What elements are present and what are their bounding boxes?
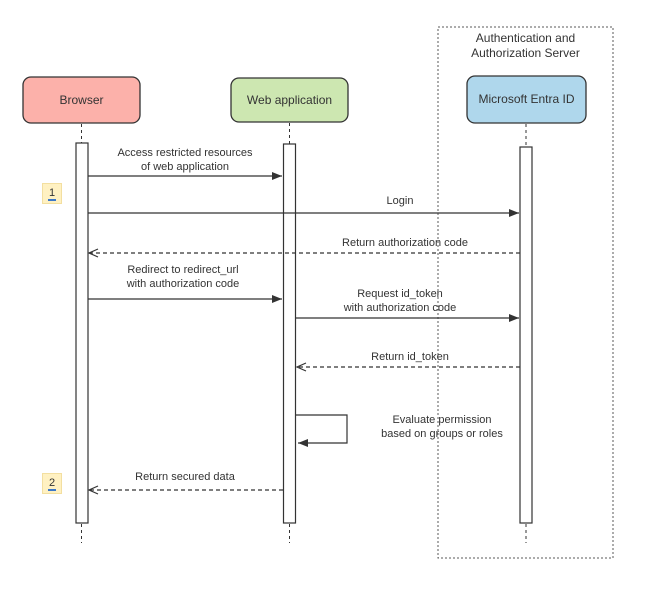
message-label-evaluate-permission: Evaluate permission based on groups or r…: [381, 414, 503, 440]
auth-server-boundary-label: Authentication and Authorization Server: [471, 31, 580, 60]
step-badge-2[interactable]: 2: [42, 473, 62, 494]
message-arrow-evaluate-permission-selfloop: [296, 414, 348, 447]
entra-activation-bar: [519, 146, 533, 524]
message-label-request-id-token: Request id_token with authorization code: [343, 288, 457, 314]
entra-actor-label: Microsoft Entra ID: [478, 92, 575, 106]
webapp-actor-label: Web application: [246, 92, 333, 107]
browser-actor-box: [22, 76, 141, 124]
browser-actor-label: Browser: [59, 92, 104, 107]
message-label-access-restricted: Access restricted resources of web appli…: [117, 147, 253, 173]
webapp-actor-box: [230, 77, 349, 123]
step-badge-1-label: 1: [47, 186, 57, 201]
message-label-login: Login: [386, 195, 414, 207]
message-label-redirect: Redirect to redirect_url with authorizat…: [126, 264, 240, 290]
step-badge-2-label: 2: [47, 476, 57, 491]
message-label-return-id-token: Return id_token: [371, 351, 449, 363]
message-label-return-auth-code: Return authorization code: [342, 237, 468, 249]
entra-actor-box: [466, 75, 587, 124]
step-badge-1[interactable]: 1: [42, 183, 62, 204]
webapp-activation-bar: [282, 143, 297, 524]
message-label-return-secured-data: Return secured data: [135, 471, 235, 483]
auth-server-boundary: [437, 26, 614, 559]
browser-activation-bar: [75, 142, 89, 524]
